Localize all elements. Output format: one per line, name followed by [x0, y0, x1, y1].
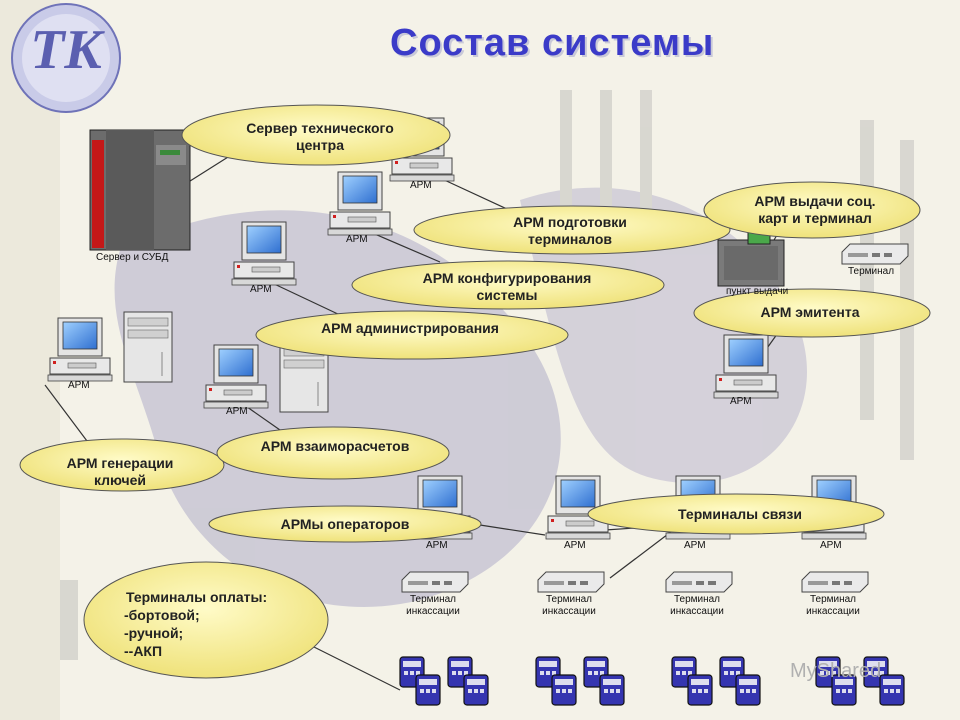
arm-label: АРМ [684, 540, 706, 551]
arm-label: АРМ [250, 284, 272, 295]
callout-arm-social: АРМ выдачи соц. карт и терминал [754, 193, 876, 226]
arm-label: АРМ [820, 540, 842, 551]
logo-text: TK [30, 19, 102, 81]
arm-label: АРМ [68, 380, 90, 391]
callout-arm-config: АРМ конфигурирования системы [422, 270, 592, 303]
callout-server-tc: Сервер технического центра [246, 120, 394, 153]
callout-terminals-link: Терминалы связи [678, 506, 802, 522]
server-cabinet [89, 129, 191, 251]
page-title: Состав системы [390, 22, 715, 64]
arm-label: АРМ [426, 540, 448, 551]
arm-label: АРМ [410, 180, 432, 191]
arm-label: АРМ [564, 540, 586, 551]
callout-arm-ops: АРМы операторов [280, 516, 410, 532]
logo-emblem [11, 3, 121, 113]
payment-item-manual: -ручной; [124, 625, 184, 641]
callout-arm-keys: АРМ генерации ключей [66, 455, 174, 488]
payment-item-akp: --АКП [124, 643, 163, 659]
watermark: MyShared [790, 660, 882, 682]
callout-shapes [19, 104, 931, 679]
callout-arm-settle: АРМ взаиморасчетов [260, 438, 410, 454]
arm-label: АРМ [346, 234, 368, 245]
callout-arm-prep: АРМ подготовки терминалов [513, 214, 627, 247]
arm-label: АРМ [226, 406, 248, 417]
terminal-label: Терминал [848, 266, 895, 277]
callout-arm-admin: АРМ администрирования [321, 320, 499, 336]
server-db-label: Сервер и СУБД [96, 252, 169, 263]
point-label: пункт выдачи [726, 286, 789, 297]
callout-arm-issuer: АРМ эмитента [760, 304, 860, 320]
payment-item-onboard: -бортовой; [124, 607, 200, 623]
payment-terminals-title: Терминалы оплаты: [126, 589, 268, 605]
arm-label: АРМ [730, 396, 752, 407]
